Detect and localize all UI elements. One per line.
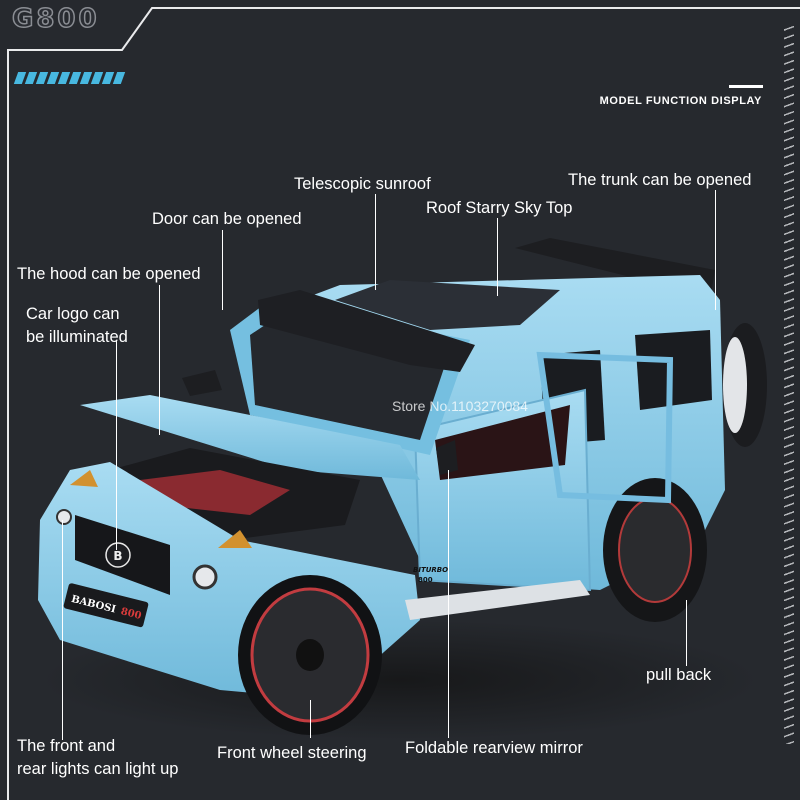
svg-text:800: 800 [120,606,143,622]
svg-text:BITURBO: BITURBO [413,566,448,574]
feature-label-pull-back: pull back [646,666,712,684]
callout-line [497,218,498,296]
feature-label-lights-line2: rear lights can light up [17,760,179,778]
feature-label-mirror: Foldable rearview mirror [405,739,583,757]
callout-line [715,190,716,310]
store-watermark: Store No.1103270084 [392,398,528,414]
feature-label-telescopic-sunroof: Telescopic sunroof [294,175,431,193]
callout-line [375,194,376,290]
feature-label-hood: The hood can be opened [17,265,201,283]
feature-label-car-logo-line2: be illuminated [26,328,128,346]
callout-line [62,520,63,740]
svg-text:800: 800 [418,576,433,584]
callout-line [686,600,687,666]
feature-label-lights-line1: The front and [17,737,116,755]
feature-label-car-logo-line1: Car logo can [26,305,120,323]
callout-line [310,700,311,738]
feature-label-front-wheel: Front wheel steering [217,744,367,762]
section-title: MODEL FUNCTION DISPLAY [599,95,762,107]
callout-line [159,285,160,435]
feature-label-door: Door can be opened [152,210,302,228]
svg-text:B: B [113,549,122,563]
header-bar [729,85,763,88]
callout-line [116,340,117,550]
edge-tick-pattern [784,24,794,744]
feature-label-roof-starry: Roof Starry Sky Top [426,199,573,217]
feature-label-trunk: The trunk can be opened [568,171,752,189]
model-code: G800 [11,3,100,35]
callout-line [448,470,449,738]
callout-line [222,230,223,310]
